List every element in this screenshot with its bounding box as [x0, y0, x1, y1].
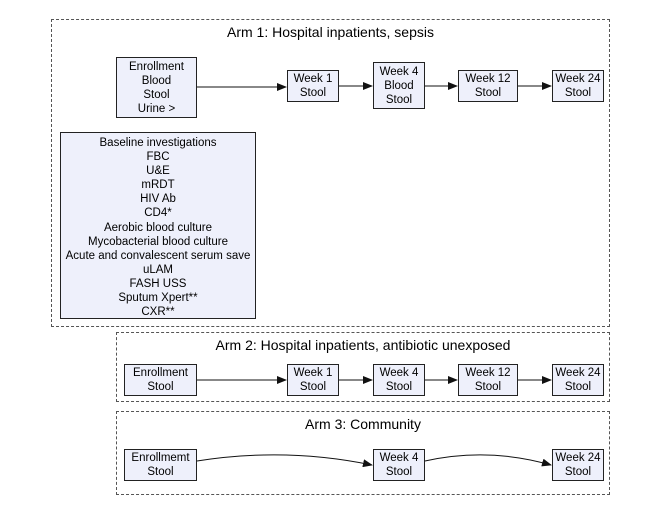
box-line: FBC: [146, 151, 170, 164]
box-line: Stool: [564, 381, 592, 393]
box-heading: Week 4: [379, 452, 419, 464]
box-line: CXR**: [141, 306, 175, 319]
box-line: FASH USS: [129, 277, 187, 290]
arm2-week24-box: Week 24 Stool: [552, 364, 604, 396]
box-heading: Week 1: [293, 73, 333, 85]
arm3-week24-box: Week 24 Stool: [552, 449, 604, 481]
box-line: Acute and convalescent serum save: [65, 249, 251, 262]
box-line: Stool: [474, 87, 502, 99]
box-line: HIV Ab: [140, 193, 176, 206]
box-line: Sputum Xpert**: [118, 292, 198, 305]
arm3-panel: Arm 3: Community: [116, 411, 610, 495]
box-line: Stool: [299, 381, 327, 393]
arm1-week24-box: Week 24 Stool: [552, 70, 604, 102]
box-heading: Week 4: [379, 367, 419, 379]
box-line: Stool: [385, 381, 413, 393]
box-heading: Enrollmemt: [131, 452, 190, 464]
box-line: Stool: [299, 87, 327, 99]
box-line: Stool: [474, 381, 502, 393]
box-line: mRDT: [141, 179, 175, 192]
box-heading: Week 24: [555, 73, 601, 85]
arm2-week4-box: Week 4 Stool: [373, 364, 425, 396]
arm1-panel: Arm 1: Hospital inpatients, sepsis: [51, 19, 610, 327]
arm3-arrow-week4-week24: [424, 454, 552, 467]
box-line: Blood: [141, 74, 172, 87]
arm2-title: Arm 2: Hospital inpatients, antibiotic u…: [215, 337, 511, 353]
arm1-week12-box: Week 12 Stool: [458, 70, 518, 102]
box-line: Stool: [564, 466, 592, 478]
arm1-week1-box: Week 1 Stool: [287, 70, 339, 102]
box-line: Stool: [564, 87, 592, 99]
box-heading: Week 12: [465, 367, 511, 379]
box-line: U&E: [146, 165, 170, 178]
arm3-week4-box: Week 4 Stool: [373, 449, 425, 481]
box-heading: Week 1: [293, 367, 333, 379]
box-line: Stool: [147, 466, 174, 478]
box-line: Mycobacterial blood culture: [88, 235, 228, 248]
box-line: Aerobic blood culture: [103, 221, 213, 234]
box-line: Stool: [385, 93, 413, 106]
box-line: Blood: [384, 79, 414, 92]
box-line: Stool: [143, 88, 170, 101]
box-line: Urine >: [137, 102, 176, 115]
arm1-title: Arm 1: Hospital inpatients, sepsis: [227, 24, 434, 40]
box-heading: Week 24: [555, 367, 601, 379]
box-heading: Week 24: [555, 452, 601, 464]
box-heading: Enrollment: [133, 367, 188, 379]
arm2-week1-box: Week 1 Stool: [287, 364, 339, 396]
arm3-title: Arm 3: Community: [305, 416, 421, 432]
box-line: Stool: [385, 466, 413, 478]
box-heading: Week 4: [379, 65, 419, 78]
arm2-week12-box: Week 12 Stool: [458, 364, 518, 396]
box-line: CD4*: [144, 207, 172, 220]
box-heading: Week 12: [465, 73, 511, 85]
box-heading: Baseline investigations: [99, 137, 217, 149]
box-line: uLAM: [142, 263, 174, 276]
box-line: Stool: [147, 381, 174, 393]
arm2-panel: Arm 2: Hospital inpatients, antibiotic u…: [116, 332, 610, 402]
box-heading: Enrollment: [129, 60, 184, 73]
arm3-arrow-enrollment-week4: [196, 454, 373, 468]
